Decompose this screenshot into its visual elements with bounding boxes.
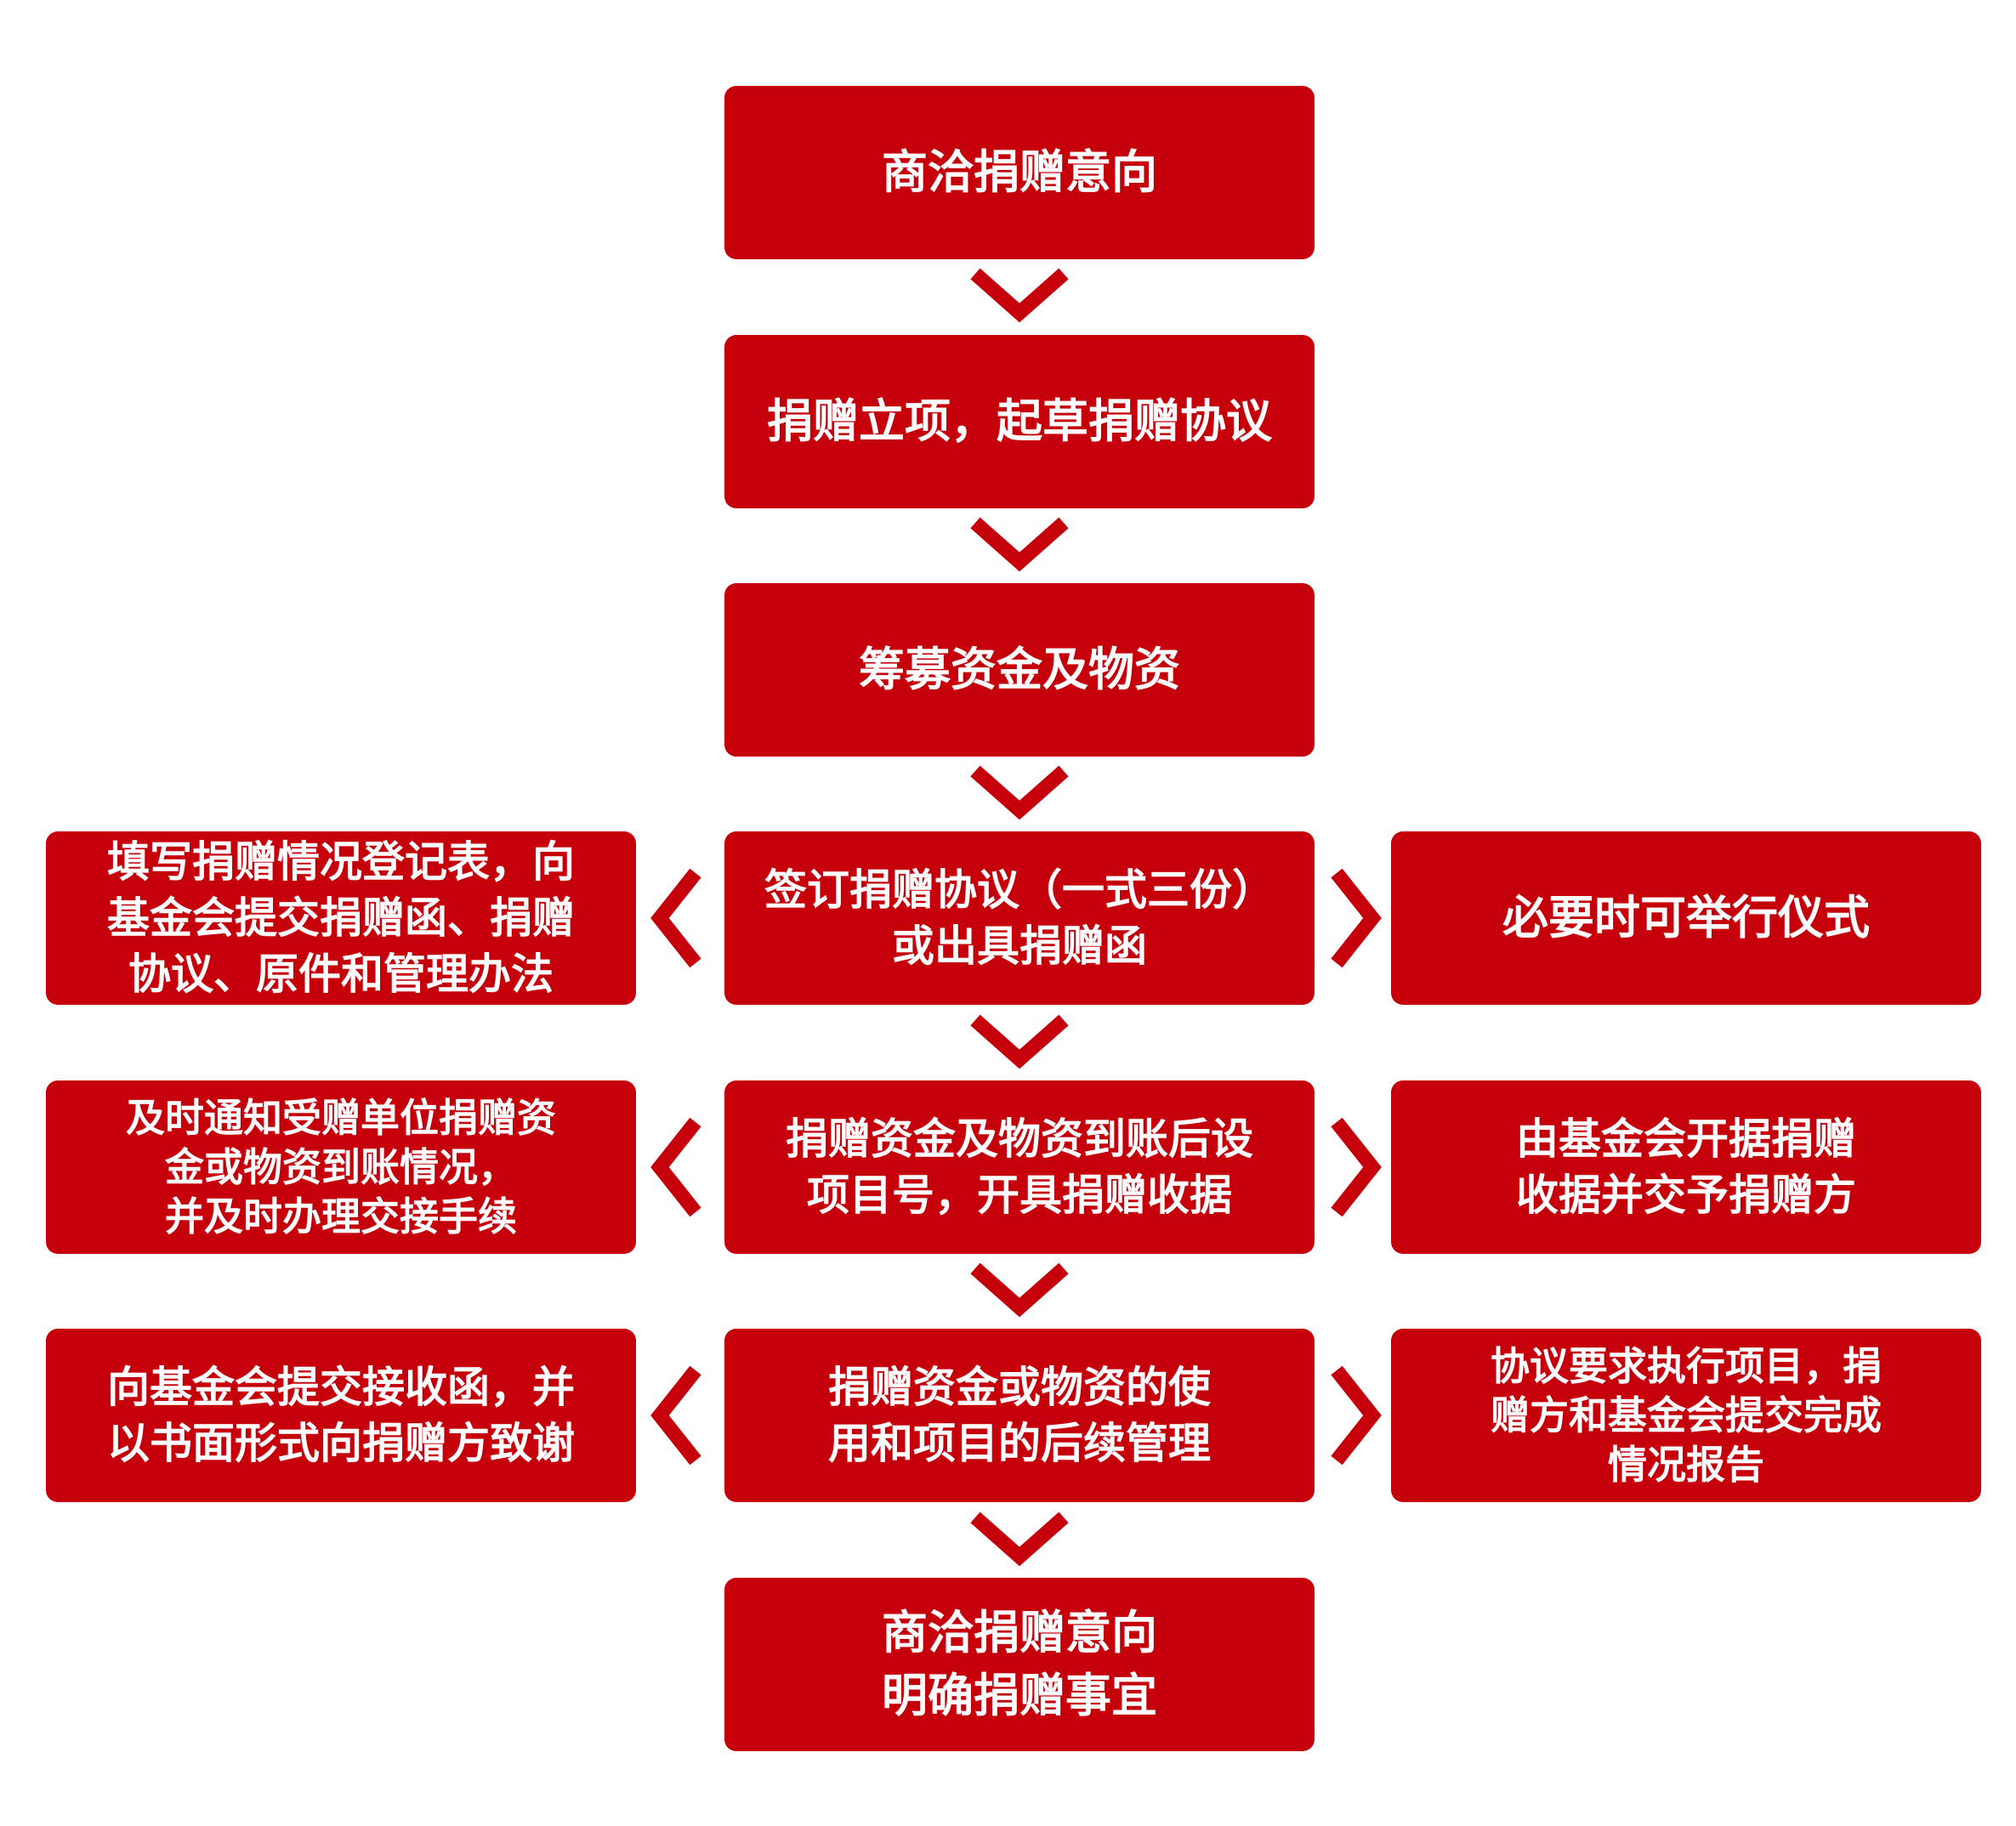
step-funds-received: 捐赠资金及物资到账后设 项目号，开具捐赠收据 — [724, 1080, 1315, 1254]
chevron-left-icon — [650, 1117, 701, 1217]
step-ceremony-right: 必要时可举行仪式 — [1391, 831, 1981, 1005]
step-completion-report-right: 协议要求执行项目，捐 赠方和基金会提交完成 情况报告 — [1391, 1329, 1981, 1502]
step-raise-funds: 筹募资金及物资 — [724, 583, 1315, 757]
chevron-down-icon — [970, 765, 1069, 820]
step-confirm-donation: 商洽捐赠意向 明确捐赠事宜 — [724, 1578, 1315, 1751]
step-negotiate-intent: 商洽捐赠意向 — [724, 86, 1315, 259]
chevron-down-icon — [970, 1511, 1069, 1567]
chevron-right-icon — [1331, 868, 1382, 968]
chevron-right-icon — [1331, 1365, 1382, 1466]
step-sign-agreement: 签订捐赠协议（一式三份） 或出具捐赠函 — [724, 831, 1315, 1005]
step-acceptance-letter-left: 向基金会提交接收函，并 以书面形式向捐赠方致谢 — [46, 1329, 636, 1502]
chevron-left-icon — [650, 1365, 701, 1466]
chevron-down-icon — [970, 1262, 1069, 1318]
chevron-down-icon — [970, 268, 1069, 323]
chevron-right-icon — [1331, 1117, 1382, 1217]
step-registration-left: 填写捐赠情况登记表，向 基金会提交捐赠函、捐赠 协议、原件和管理办法 — [46, 831, 636, 1005]
chevron-down-icon — [970, 1014, 1069, 1069]
step-issue-receipt-right: 由基金会开据捐赠 收据并交予捐赠方 — [1391, 1080, 1981, 1254]
step-notify-recipient-left: 及时通知受赠单位捐赠资 金或物资到账情况， 并及时办理交接手续 — [46, 1080, 636, 1254]
step-project-setup: 捐赠立项，起草捐赠协议 — [724, 335, 1315, 508]
step-follow-up-management: 捐赠资金或物资的使 用和项目的后续管理 — [724, 1329, 1315, 1502]
chevron-down-icon — [970, 517, 1069, 572]
chevron-left-icon — [650, 868, 701, 968]
